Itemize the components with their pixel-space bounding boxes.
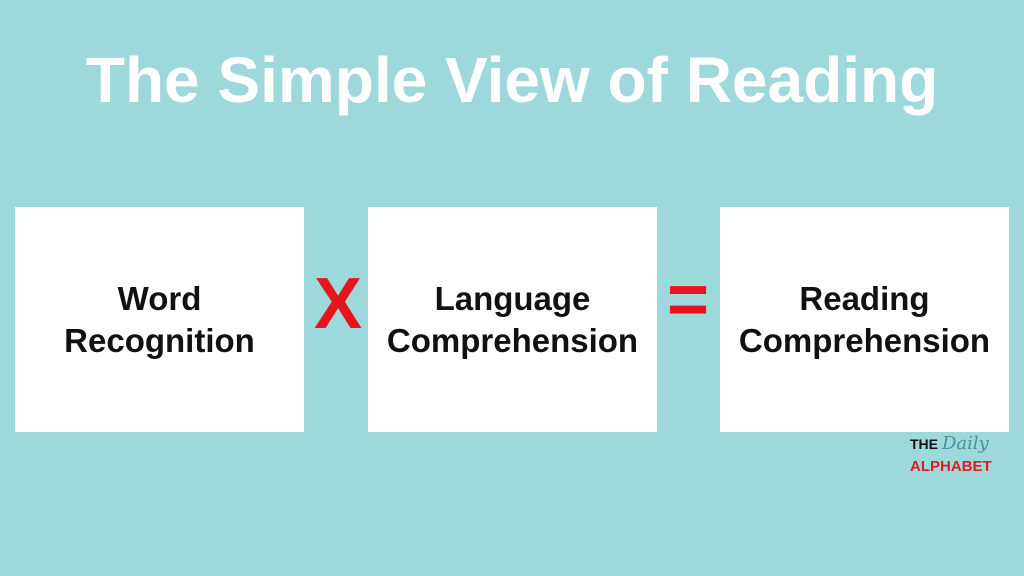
box-line: Recognition (64, 321, 255, 359)
logo-the: THE (910, 436, 938, 452)
equals-operator: = (667, 260, 710, 340)
page-title: The Simple View of Reading (85, 44, 939, 116)
logo-daily: Daily (942, 433, 989, 454)
logo-alphabet: ALPHABET (910, 458, 992, 475)
box-line: Word (117, 279, 202, 317)
box-line: Comprehension (386, 321, 639, 359)
box-line: Language (434, 279, 591, 317)
box-line: Comprehension (738, 321, 991, 359)
multiply-operator: X (314, 264, 363, 344)
box-line: Reading (799, 279, 930, 317)
